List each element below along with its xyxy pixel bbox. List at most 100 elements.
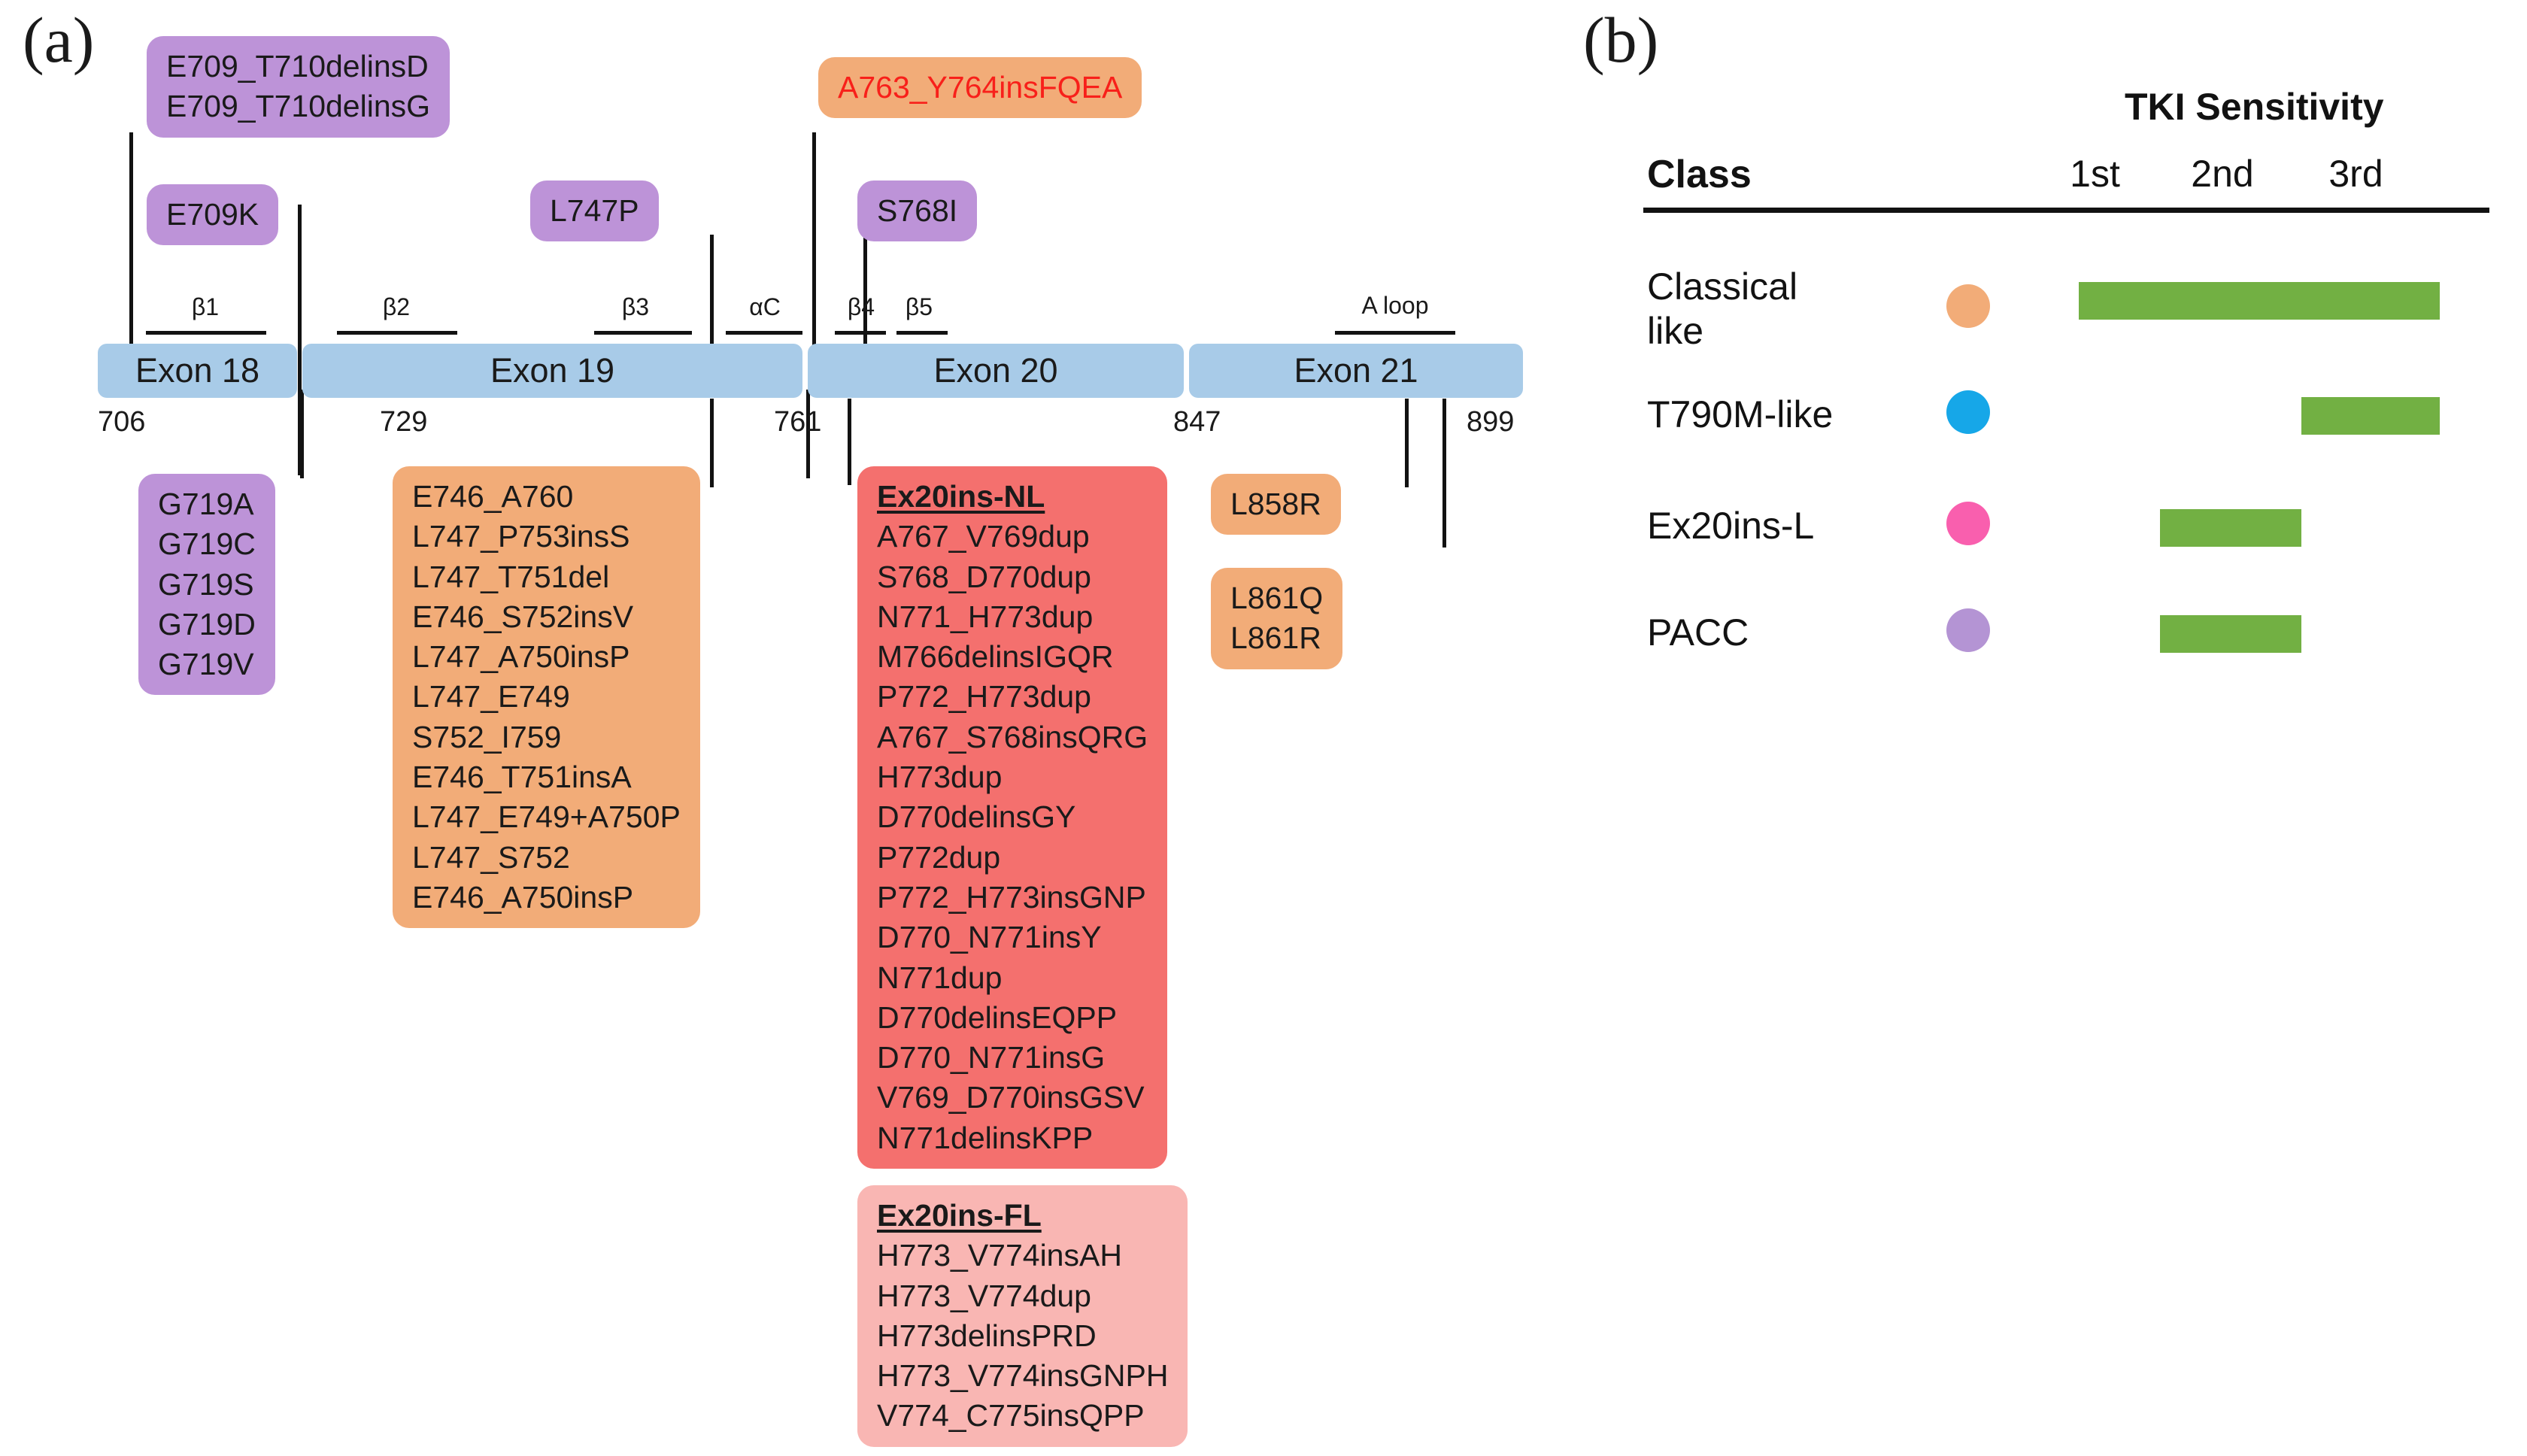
mutation-line: S768I	[877, 193, 958, 228]
mutation-line: S768_D770dup	[877, 559, 1091, 594]
residue-number-899: 899	[1467, 406, 1515, 438]
exon-label: Exon 18	[135, 351, 260, 390]
class-label-line1: T790M-like	[1647, 393, 1834, 435]
mutation-line: L747P	[550, 193, 639, 228]
mutation-line: A763_Y764insFQEA	[838, 70, 1123, 105]
mutation-line: S752_I759	[412, 719, 562, 754]
mutation-line: L861Q	[1230, 581, 1324, 615]
mutation-line: D770_N771insY	[877, 920, 1102, 955]
exon-label: Exon 21	[1294, 351, 1418, 390]
class-label-line1: PACC	[1647, 611, 1749, 654]
mutation-line: D770_N771insG	[877, 1040, 1106, 1075]
connector-line-ex19del	[710, 399, 714, 487]
domain-rule-beta5	[896, 331, 948, 335]
domain-rule-alphac	[726, 331, 802, 335]
mutation-line: G719A	[158, 487, 254, 521]
mutation-line: H773_V774insGNPH	[877, 1358, 1169, 1394]
class-color-dot-classical-like	[1946, 284, 1990, 328]
panel-a-letter: (a)	[23, 4, 95, 76]
column-header-3rd: 3rd	[2328, 153, 2383, 195]
sensitivity-bar-pacc	[2160, 615, 2301, 653]
mutation-line: L747_A750insP	[412, 639, 630, 675]
exon-segment-18: Exon 18	[98, 344, 297, 398]
mutation-line: P772dup	[877, 839, 1001, 875]
class-row-label-pacc: PACC	[1647, 611, 1963, 655]
mutation-line: H773dup	[877, 760, 1003, 795]
residue-number-847: 847	[1173, 406, 1221, 438]
mutation-line: P772_H773dup	[877, 679, 1091, 714]
mutation-line: D770delinsGY	[877, 799, 1076, 835]
panel-b-letter: (b)	[1583, 4, 1659, 76]
mutation-line: N771dup	[877, 960, 1003, 995]
column-header-2nd: 2nd	[2191, 153, 2254, 195]
mutation-box-ex20ins-fl: Ex20ins-FL H773_V774insAH H773_V774dup H…	[857, 1185, 1188, 1447]
mutation-line: L858R	[1230, 487, 1321, 521]
mutation-line: E746_T751insA	[412, 760, 632, 795]
mutation-line: E709_T710delinsD	[166, 49, 429, 83]
class-label-line1: Ex20ins-L	[1647, 505, 1815, 547]
sensitivity-bar-ex20ins-l	[2160, 509, 2301, 547]
exon-segment-19: Exon 19	[302, 344, 802, 398]
class-color-dot-ex20ins-l	[1946, 502, 1990, 545]
domain-label-beta3: β3	[621, 293, 650, 320]
mutation-box-a763-insfqea: A763_Y764insFQEA	[818, 57, 1142, 119]
mutation-box-ex20ins-nl: Ex20ins-NL A767_V769dup S768_D770dup N77…	[857, 466, 1168, 1169]
residue-number-761: 761	[774, 406, 822, 438]
mutation-line: A767_S768insQRG	[877, 719, 1148, 754]
connector-line-g719	[298, 205, 302, 475]
domain-rule-beta3	[594, 331, 692, 335]
class-label-line2: like	[1647, 310, 1704, 352]
domain-label-beta2: β2	[382, 293, 411, 320]
mutation-line: V774_C775insQPP	[877, 1398, 1145, 1433]
mutation-line: H773delinsPRD	[877, 1318, 1097, 1353]
exon-segment-20: Exon 20	[808, 344, 1184, 398]
connector-line-e709	[129, 132, 133, 350]
connector-line-a763	[812, 132, 816, 350]
tki-sensitivity-title: TKI Sensitivity	[2125, 86, 2384, 128]
exon-label: Exon 19	[490, 351, 615, 390]
mutation-line: D770delinsEQPP	[877, 999, 1118, 1035]
exon-segment-21: Exon 21	[1189, 344, 1523, 398]
mutation-line: H773_V774dup	[877, 1278, 1091, 1313]
residue-number-706: 706	[98, 406, 146, 438]
class-row-label-ex20ins-l: Ex20ins-L	[1647, 504, 1963, 548]
mutation-line: L747_S752	[412, 839, 570, 875]
mutation-box-e709-delins: E709_T710delinsD E709_T710delinsG	[147, 36, 450, 138]
mutation-box-header: Ex20ins-NL	[877, 479, 1045, 514]
column-header-1st: 1st	[2070, 153, 2120, 195]
connector-line-l747p	[710, 235, 714, 351]
mutation-line: N771_H773dup	[877, 599, 1094, 634]
mutation-line: G719V	[158, 647, 254, 682]
class-color-dot-t790m-like	[1946, 390, 1990, 434]
class-row-label-classical-like: Classical like	[1647, 265, 1963, 353]
mutation-line: L747_P753insS	[412, 519, 630, 554]
exon-bar: Exon 18 Exon 19 Exon 20 Exon 21	[98, 344, 1523, 398]
mutation-line: E709_T710delinsG	[166, 89, 431, 124]
mutation-line: P772_H773insGNP	[877, 879, 1146, 915]
connector-line-ex20ins	[848, 399, 851, 485]
sensitivity-bar-t790m-like	[2301, 397, 2440, 435]
domain-rule-beta2	[337, 331, 457, 335]
exon-label: Exon 20	[933, 351, 1058, 390]
mutation-box-l861: L861Q L861R	[1211, 568, 1343, 669]
residue-number-729: 729	[380, 406, 428, 438]
mutation-box-s768i: S768I	[857, 180, 978, 242]
mutation-line: L747_T751del	[412, 559, 610, 594]
mutation-line: L747_E749	[412, 679, 570, 714]
domain-label-beta4: β4	[847, 293, 875, 320]
class-label-line1: Classical	[1647, 265, 1798, 308]
mutation-line: H773_V774insAH	[877, 1238, 1122, 1273]
mutation-line: E746_S752insV	[412, 599, 634, 634]
mutation-line: L861R	[1230, 620, 1321, 656]
mutation-line: A767_V769dup	[877, 519, 1090, 554]
sensitivity-bar-classical-like	[2079, 282, 2440, 320]
mutation-line: G719D	[158, 606, 256, 642]
domain-rule-a-loop	[1335, 331, 1455, 335]
mutation-line: G719C	[158, 526, 256, 562]
mutation-box-g719: G719A G719C G719S G719D G719V	[138, 474, 275, 696]
mutation-line: V769_D770insGSV	[877, 1080, 1145, 1115]
mutation-line: E709K	[166, 197, 259, 232]
mutation-box-header: Ex20ins-FL	[877, 1198, 1042, 1233]
exon-boundary-tick-729	[300, 390, 304, 478]
